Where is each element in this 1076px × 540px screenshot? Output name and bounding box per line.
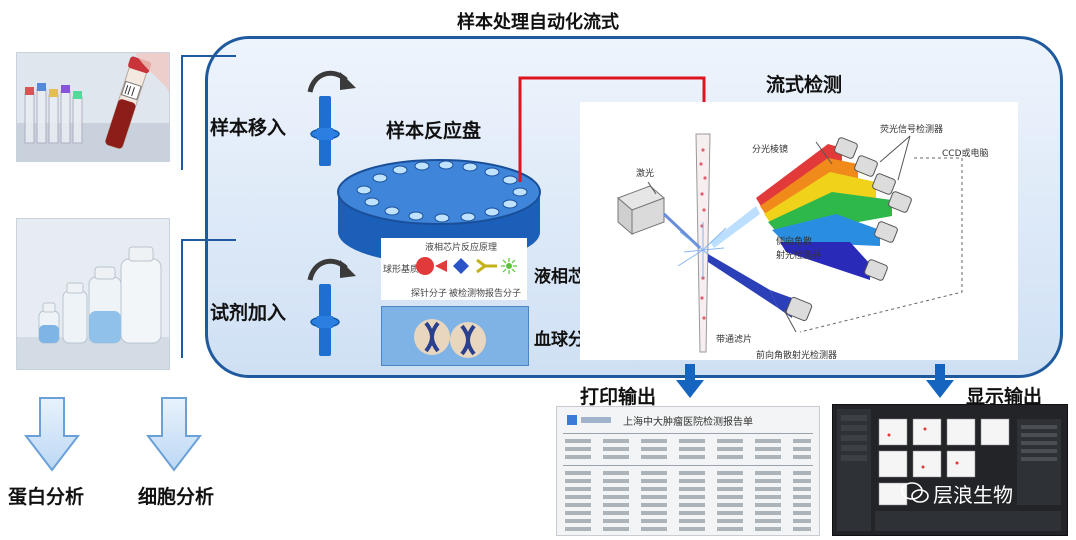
display-screen: 层浪生物 bbox=[832, 404, 1068, 536]
reagent-in-valve bbox=[307, 258, 356, 356]
print-output-label: 打印输出 bbox=[580, 386, 657, 408]
diagram-title: 样本处理自动化流式 bbox=[457, 12, 619, 33]
sample-tubes-photo bbox=[16, 52, 170, 162]
flow-optics bbox=[617, 133, 963, 353]
protein-analysis-label: 蛋白分析 bbox=[8, 486, 85, 508]
ccd-label: CCD或电脑 bbox=[942, 149, 989, 159]
sample-in-valve bbox=[307, 70, 356, 166]
chip-ball-label: 球形基质 bbox=[383, 265, 420, 275]
display-output-arrow bbox=[926, 364, 954, 398]
display-output-label: 显示输出 bbox=[966, 386, 1043, 408]
side-scatter-label-1: 侧向角散 bbox=[776, 237, 813, 247]
left-connectors bbox=[181, 55, 236, 358]
reaction-plate-label: 样本反应盘 bbox=[386, 120, 482, 142]
reagent-in-label: 试剂加入 bbox=[210, 302, 287, 324]
flow-detect-label: 流式检测 bbox=[766, 74, 843, 96]
hospital-logo bbox=[567, 415, 611, 425]
forward-scatter-label: 前向角散射光检测器 bbox=[756, 351, 838, 361]
chip-analyte-label: 被检测物 bbox=[449, 289, 486, 299]
bandpass-label: 带通滤片 bbox=[716, 335, 753, 345]
report-title: 上海中大肿瘤医院检测报告单 bbox=[623, 417, 753, 428]
print-output-arrow bbox=[676, 364, 704, 398]
cell-analysis-label: 细胞分析 bbox=[138, 486, 215, 508]
flow-cytometry-diagram: 激光 分光棱镜 荧光信号检测器 CCD或电脑 侧向角散 射光检测器 带通滤片 前… bbox=[580, 102, 1018, 361]
wechat-icon bbox=[901, 482, 929, 503]
protein-arrow bbox=[24, 397, 80, 472]
printed-report: 上海中大肿瘤医院检测报告单 bbox=[556, 406, 820, 536]
screen-content bbox=[837, 409, 1061, 531]
chip-reporter-label: 报告分子 bbox=[485, 289, 522, 299]
cell-arrow bbox=[146, 397, 202, 472]
watermark-text: 层浪生物 bbox=[933, 483, 1013, 507]
chip-probe-label: 探针分子 bbox=[411, 289, 448, 299]
blood-cell-panel bbox=[381, 306, 529, 366]
prism-label: 分光棱镜 bbox=[752, 145, 789, 155]
liquid-chip-diagram: 液相芯片反应原理 球形基质 探针分子 被检测物 报告分子 bbox=[381, 238, 527, 300]
side-scatter-label-2: 射光检测器 bbox=[776, 251, 822, 261]
chip-molecules bbox=[416, 257, 517, 275]
reagent-bottles-photo bbox=[16, 218, 170, 370]
chip-diagram-title: 液相芯片反应原理 bbox=[425, 243, 498, 253]
sample-in-label: 样本移入 bbox=[210, 117, 287, 139]
laser-label: 激光 bbox=[636, 169, 655, 179]
fluor-detector-label: 荧光信号检测器 bbox=[880, 125, 944, 135]
